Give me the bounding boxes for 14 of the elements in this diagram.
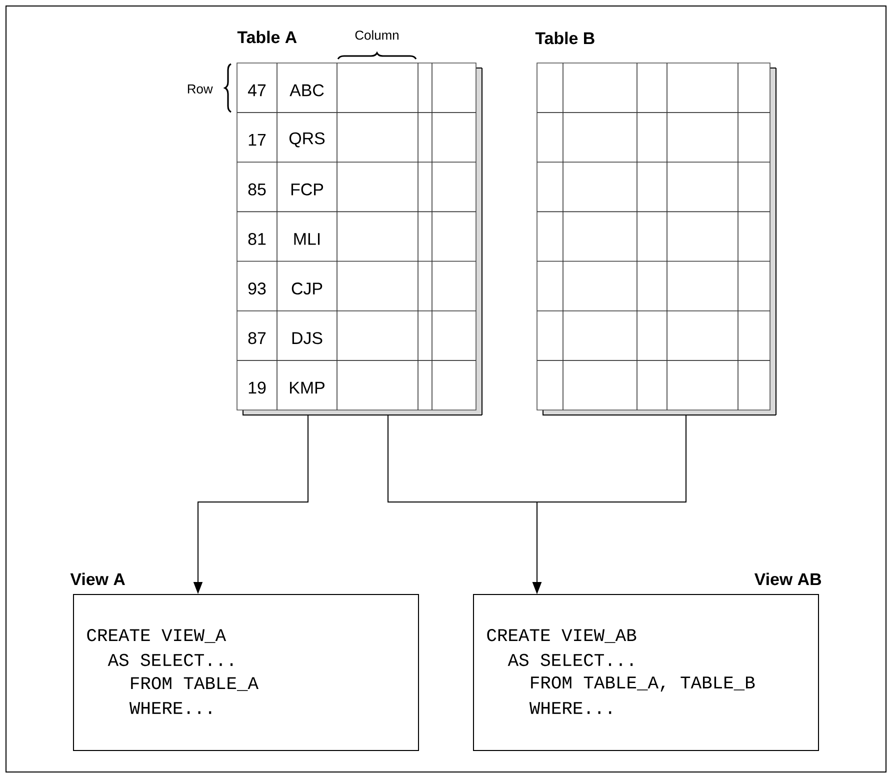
code-line: CREATE VIEW_AB (487, 629, 636, 643)
code-line: FROM TABLE_A, TABLE_B (531, 676, 755, 692)
code-line: WHERE... (129, 702, 212, 714)
row-label: Row (188, 84, 213, 94)
view-title: View AB (754, 572, 822, 586)
view-title: View A (70, 572, 125, 586)
code-line: AS SELECT... (108, 654, 233, 666)
table-title: Table B (535, 32, 594, 44)
code-line: AS SELECT... (508, 654, 633, 666)
column-label: Column (355, 30, 398, 40)
code-line: WHERE... (529, 702, 612, 714)
code-line: FROM TABLE_A (131, 677, 258, 691)
table-title: Table A (237, 30, 297, 44)
code-line: CREATE VIEW_A (87, 629, 226, 643)
